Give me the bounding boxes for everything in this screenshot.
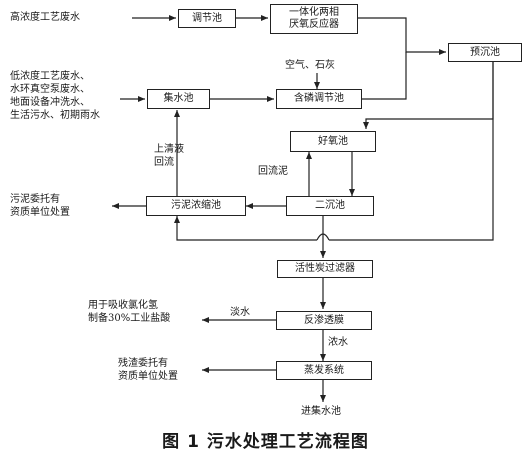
to-collection-tank-label: 进集水池 — [301, 406, 341, 417]
evaporation-system: 蒸发系统 — [276, 361, 372, 380]
supernatant-return-label: 上清液 回流 — [154, 144, 184, 168]
air-lime-label: 空气、石灰 — [285, 60, 335, 71]
sludge-disposal-label: 污泥委托有 资质单位处置 — [10, 194, 70, 218]
concentrate-water-label: 浓水 — [328, 337, 348, 348]
secondary-clarifier: 二沉池 — [286, 196, 374, 216]
activated-carbon-filter: 活性炭过滤器 — [277, 260, 373, 278]
hcl-use-label: 用于吸收氯化氢 制备30%工业盐酸 — [88, 300, 171, 324]
sludge-thickener: 污泥浓缩池 — [146, 196, 246, 216]
return-sludge-label: 回流泥 — [258, 166, 288, 177]
phosphorus-adjust-tank: 含磷调节池 — [276, 89, 362, 109]
anaerobic-reactor: 一体化两相 厌氧反应器 — [270, 4, 358, 34]
flow-lines — [112, 15, 494, 402]
pre-settling-tank: 预沉池 — [448, 43, 522, 62]
aerobic-tank: 好氧池 — [290, 131, 376, 152]
low-conc-sources-label: 低浓度工艺废水、 水环真空泵废水、 地面设备冲洗水、 生活污水、初期雨水 — [10, 71, 100, 121]
regulating-tank: 调节池 — [178, 9, 236, 28]
reverse-osmosis: 反渗透膜 — [276, 311, 372, 330]
high-conc-wastewater-label: 高浓度工艺废水 — [10, 12, 80, 23]
dilute-water-label: 淡水 — [230, 307, 250, 318]
residue-disposal-label: 残渣委托有 资质单位处置 — [118, 358, 178, 382]
figure-caption: 图 1 污水处理工艺流程图 — [162, 432, 369, 452]
collection-tank: 集水池 — [147, 89, 210, 109]
